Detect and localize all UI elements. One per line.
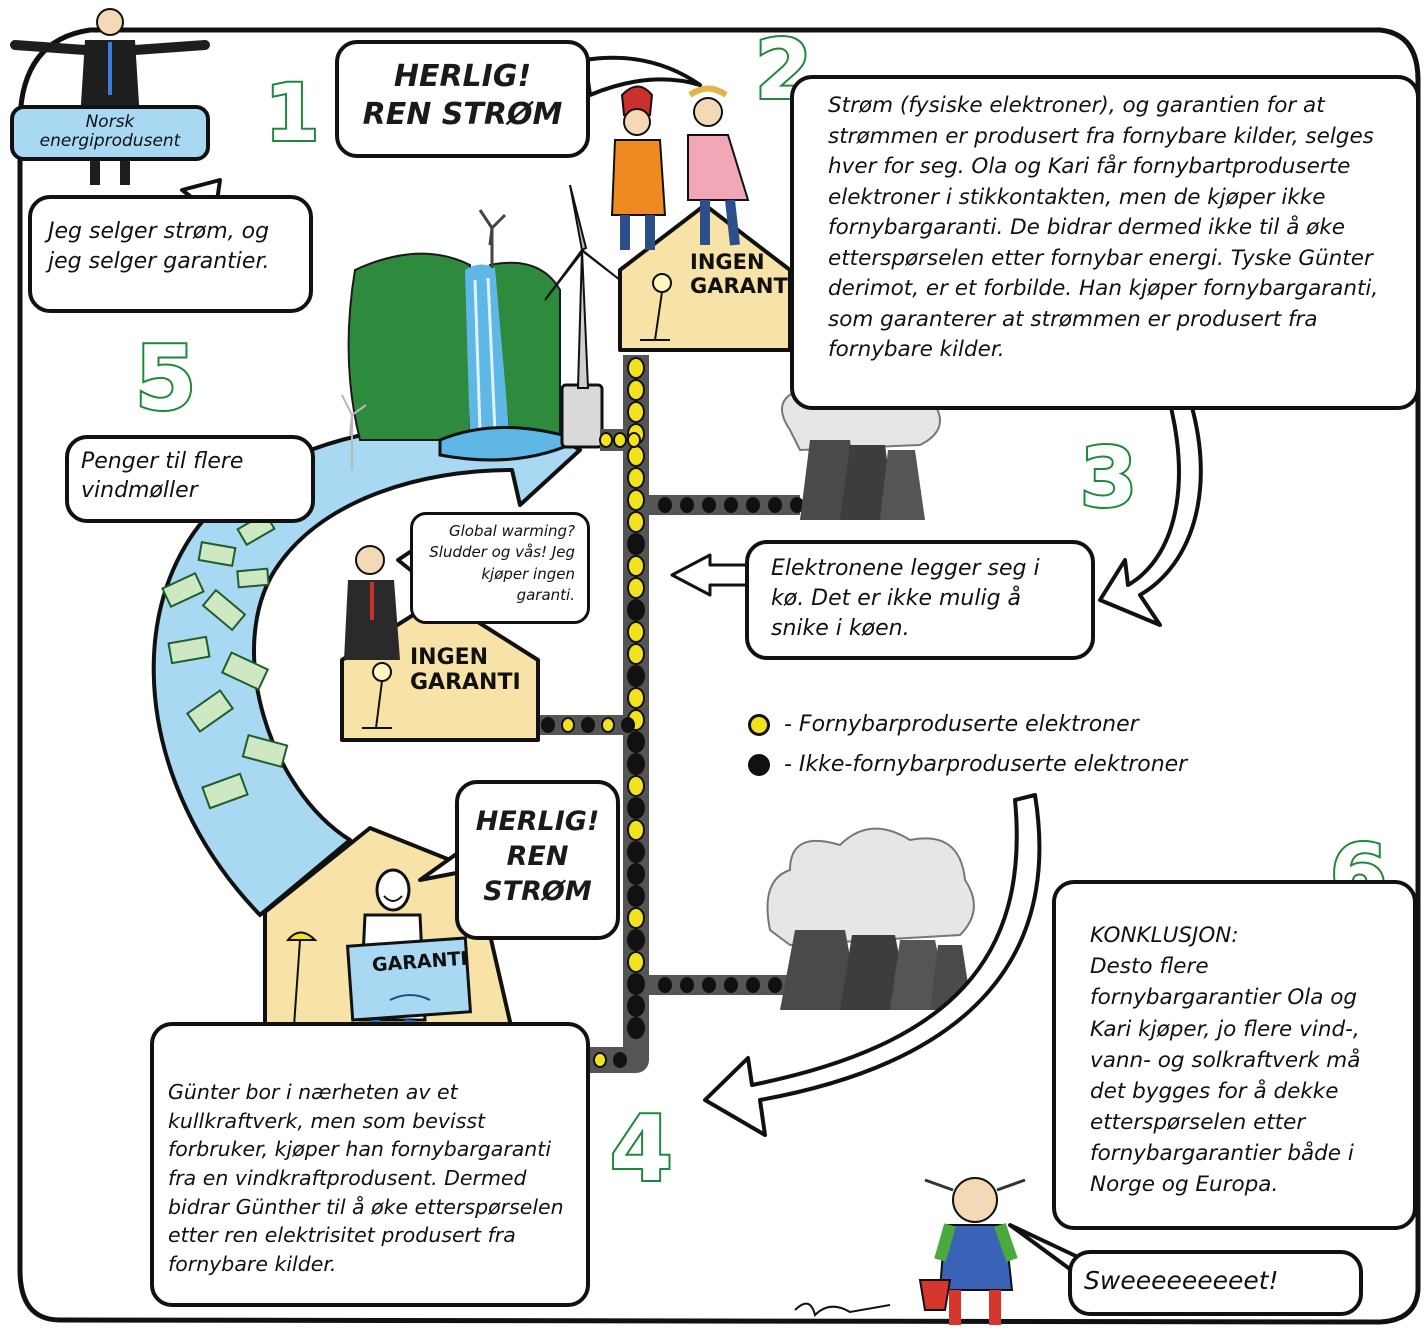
renewable-electron	[627, 577, 645, 599]
renewable-electron	[627, 445, 645, 467]
electron	[613, 1052, 627, 1068]
arrow-to-step4	[703, 793, 1042, 1137]
ola-figure	[610, 85, 667, 250]
fossil-electron	[658, 977, 672, 993]
renewable-electron	[599, 432, 613, 448]
renewable-electron	[627, 687, 645, 709]
artist-signature	[794, 1302, 891, 1317]
faint-turbine	[341, 394, 367, 470]
fossil-electron	[627, 973, 645, 995]
step3-queue-text: Elektronene legger seg i kø. Det er ikke…	[745, 540, 1095, 660]
legend-renewable: - Fornybarproduserte elektroner	[748, 712, 1139, 737]
fossil-electron	[627, 885, 645, 907]
electron	[561, 717, 575, 733]
fossil-electron	[627, 1017, 645, 1039]
electron	[581, 717, 595, 733]
guenter-speech: HERLIG! REN STRØM	[455, 780, 620, 940]
fossil-electron	[702, 977, 716, 993]
producer-speech: Jeg selger strøm, og jeg selger garantie…	[28, 195, 313, 313]
renewable-electron-icon	[748, 713, 770, 736]
arrow-queue	[670, 553, 752, 597]
step-number-1: 1	[263, 69, 321, 159]
fossil-electron	[790, 497, 804, 513]
renewable-electron	[627, 467, 645, 489]
renewable-electron	[627, 621, 645, 643]
fossil-electron	[768, 497, 782, 513]
fossil-electron	[627, 731, 645, 753]
fossil-electron	[627, 665, 645, 687]
outer-frame	[17, 27, 1421, 1325]
fossil-electron	[680, 977, 694, 993]
conclusion-title: KONKLUSJON:	[1090, 923, 1239, 948]
step-number-5: 5	[133, 327, 198, 430]
fossil-electron	[680, 497, 694, 513]
skeptic-figure	[344, 545, 400, 660]
kari-figure	[687, 85, 750, 246]
renewable-electron	[627, 511, 645, 533]
conclusion-box: KONKLUSJON: Desto flere fornybargarantie…	[1052, 880, 1417, 1230]
money-bills	[161, 494, 302, 810]
fossil-electron	[702, 497, 716, 513]
arrow-to-step3	[1098, 368, 1203, 627]
conclusion-text: Desto flere fornybargarantier Ola og Kar…	[1090, 954, 1361, 1198]
renewable-electron	[627, 819, 645, 841]
electron	[621, 717, 635, 733]
coal-plant-bottom	[766, 827, 975, 1010]
renewable-electron	[627, 432, 641, 448]
step-number-4: 4	[608, 1097, 675, 1202]
wind-turbine	[544, 184, 621, 449]
renewable-electron	[627, 489, 645, 511]
skeptic-speech: Global warming? Sludder og vås! Jeg kjøp…	[410, 512, 590, 624]
fossil-electron	[627, 841, 645, 863]
girl-figure	[918, 1177, 1026, 1325]
electron	[601, 717, 615, 733]
renewable-electron	[627, 379, 645, 401]
renewable-electron	[627, 643, 645, 665]
renewable-electron	[627, 555, 645, 577]
fossil-electron	[627, 599, 645, 621]
fossil-electron	[627, 533, 645, 555]
fossil-electron	[627, 753, 645, 775]
legend-renewable-label: - Fornybarproduserte elektroner	[784, 712, 1139, 737]
house-label-skeptic: INGEN GARANTI	[410, 645, 521, 696]
waterfall-hill	[347, 209, 585, 462]
fossil-electron	[658, 497, 672, 513]
producer-tag: Norsk energiprodusent	[10, 105, 210, 161]
fossil-electron	[768, 977, 782, 993]
fossil-electron	[724, 497, 738, 513]
renewable-electron	[627, 907, 645, 929]
couple-speech: HERLIG! REN STRØM	[335, 40, 590, 158]
renewable-electron	[627, 401, 645, 423]
renewable-electron	[627, 951, 645, 973]
step5-money-text: Penger til flere vindmøller	[65, 435, 315, 523]
bubble-tails	[180, 55, 1082, 1277]
house-ola-kari	[618, 203, 792, 352]
fossil-electron	[627, 995, 645, 1017]
fossil-electron-icon	[748, 753, 770, 776]
fossil-electron	[746, 977, 760, 993]
house-label-ola-kari: INGEN GARANTI	[690, 250, 796, 299]
step2-explanation: Strøm (fysiske elektroner), og garantien…	[790, 75, 1420, 410]
step4-guenter-text: Günter bor i nærheten av et kullkraftver…	[150, 1022, 590, 1307]
legend-fossil-label: - Ikke-fornybarproduserte elektroner	[784, 752, 1188, 777]
fossil-electron	[627, 863, 645, 885]
renewable-electron	[627, 357, 645, 379]
guenter-figure	[345, 868, 473, 1061]
electron	[593, 1052, 607, 1068]
step-number-3: 3	[1078, 431, 1139, 526]
renewable-electron	[627, 775, 645, 797]
renewable-electron	[613, 432, 627, 448]
girl-speech: Sweeeeeeeeet!	[1068, 1250, 1363, 1316]
fossil-electron	[724, 977, 738, 993]
fossil-electron	[746, 497, 760, 513]
electron-chain	[533, 357, 804, 1068]
legend-fossil: - Ikke-fornybarproduserte elektroner	[748, 752, 1187, 777]
fossil-electron	[627, 929, 645, 951]
fossil-electron	[627, 797, 645, 819]
electron	[541, 717, 555, 733]
